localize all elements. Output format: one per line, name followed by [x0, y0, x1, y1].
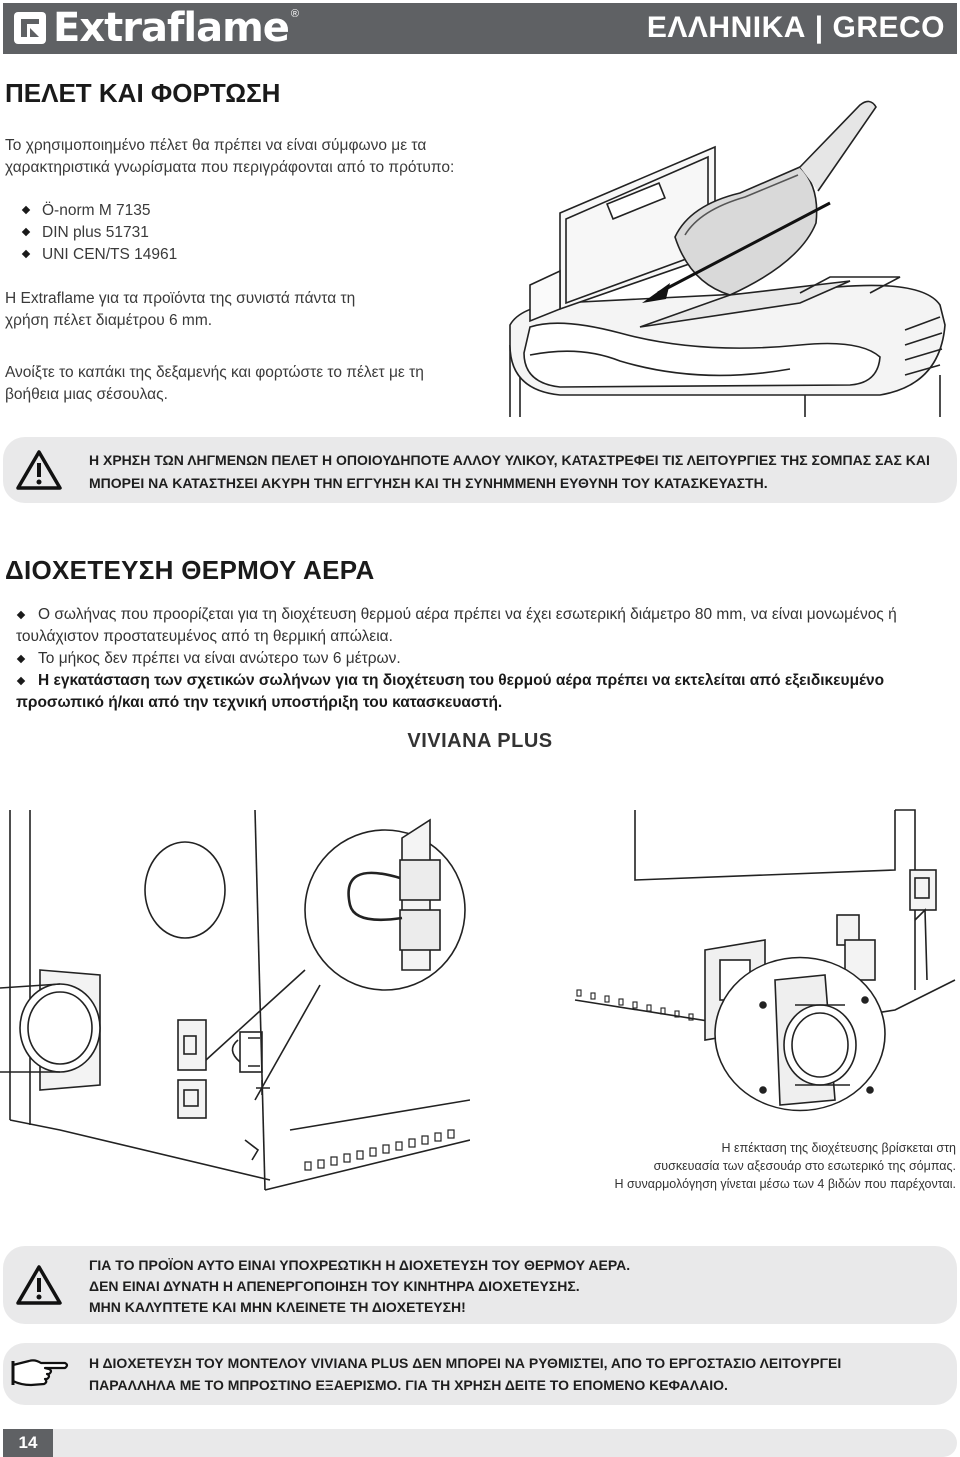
footer-bar — [3, 1429, 957, 1457]
section-title-ducting: ΔΙΟΧΕΤΕΥΣΗ ΘΕΡΜΟΥ ΑΕΡΑ — [5, 555, 375, 585]
duct-extension-illustration — [574, 809, 956, 1112]
page-header: Extraflame ® ΕΛΛΗΝΙΚΑ | GRECO — [3, 3, 957, 54]
warning-triangle-icon — [16, 450, 62, 490]
list-item: Ö-norm M 7135 — [22, 200, 177, 222]
figure-caption: Η επέκταση της διοχέτευσης βρίσκεται στη… — [614, 1139, 956, 1193]
warning2-line1: ΓΙΑ ΤΟ ΠΡΟΪΟΝ ΑΥΤΟ ΕΙΝΑΙ ΥΠΟΧΡΕΩΤΙΚΗ Η Δ… — [89, 1257, 631, 1273]
stove-scoop-illustration — [509, 100, 946, 417]
list-item: Ο σωλήνας που προορίζεται για τη διοχέτε… — [16, 604, 958, 648]
language-label: ΕΛΛΗΝΙΚΑ | GRECO — [646, 11, 945, 44]
registered-mark: ® — [290, 8, 299, 20]
caption-line1: Η επέκταση της διοχέτευσης βρίσκεται στη — [721, 1141, 957, 1155]
pellet-intro-line2: χαρακτηριστικά γνωρίσματα που περιγράφον… — [5, 159, 455, 176]
list-item: Το μήκος δεν πρέπει να είναι ανώτερο των… — [16, 648, 958, 670]
warning2-line3: ΜΗΝ ΚΑΛΥΠΤΕΤΕ ΚΑΙ ΜΗΝ ΚΛΕΙΝΕΤΕ ΤΗ ΔΙΟΧΕΤ… — [89, 1299, 466, 1315]
warning-text-line1: Η ΧΡΗΣΗ ΤΩΝ ΛΗΓΜΕΝΩΝ ΠΕΛΕΤ Η ΟΠΟΙΟΥΔΗΠΟΤ… — [89, 452, 930, 468]
list-item: DIN plus 51731 — [22, 222, 177, 244]
caption-line3: Η συναρμολόγηση γίνεται μέσω των 4 βιδών… — [614, 1177, 956, 1191]
brand-logo: Extraflame ® — [13, 5, 299, 51]
standards-list: Ö-norm M 7135 DIN plus 51731 UNI CEN/TS … — [22, 200, 177, 266]
note-line2: ΠΑΡΑΛΛΗΛΑ ΜΕ ΤΟ ΜΠΡΟΣΤΙΝΟ ΕΞΑΕΡΙΣΜΟ. ΓΙΑ… — [89, 1377, 728, 1393]
warning-panel-pellet: Η ΧΡΗΣΗ ΤΩΝ ΛΗΓΜΕΝΩΝ ΠΕΛΕΤ Η ΟΠΟΙΟΥΔΗΠΟΤ… — [3, 437, 957, 503]
list-item: UNI CEN/TS 14961 — [22, 244, 177, 266]
pellet-intro-line1: Το χρησιμοποιημένο πέλετ θα πρέπει να εί… — [5, 137, 427, 154]
note-line1: Η ΔΙΟΧΕΤΕΥΣΗ ΤΟΥ ΜΟΝΤΕΛΟΥ VIVIANA PLUS Δ… — [89, 1355, 842, 1371]
page-number: 14 — [3, 1429, 53, 1457]
list-item: Η εγκατάσταση των σχετικών σωλήνων για τ… — [16, 670, 958, 714]
open-lid-line1: Ανοίξτε το καπάκι της δεξαμενής και φορτ… — [5, 364, 424, 381]
model-title: VIVIANA PLUS — [407, 730, 553, 752]
brand-mark-icon — [14, 12, 46, 44]
note-panel: Η ΔΙΟΧΕΤΕΥΣΗ ΤΟΥ ΜΟΝΤΕΛΟΥ VIVIANA PLUS Δ… — [3, 1343, 957, 1405]
section-title-pellet: ΠΕΛΕΤ ΚΑΙ ΦΟΡΤΩΣΗ — [5, 78, 281, 108]
pointing-hand-icon — [11, 1359, 69, 1387]
brand-name: Extraflame — [53, 5, 290, 51]
warning-panel-ducting: ΓΙΑ ΤΟ ΠΡΟΪΟΝ ΑΥΤΟ ΕΙΝΑΙ ΥΠΟΧΡΕΩΤΙΚΗ Η Δ… — [3, 1246, 957, 1324]
open-lid-line2: βοήθεια μιας σέσουλας. — [5, 386, 168, 403]
warning-triangle-icon — [16, 1265, 62, 1305]
warning-text-line2: ΜΠΟΡΕΙ ΝΑ ΚΑΤΑΣΤΗΣΕΙ ΑΚΥΡΗ ΤΗΝ ΕΓΓΥΗΣΗ Κ… — [89, 475, 768, 491]
warning2-line2: ΔΕΝ ΕΙΝΑΙ ΔΥΝΑΤΗ Η ΑΠΕΝΕΡΓΟΠΟΙΗΣΗ ΤΟΥ ΚΙ… — [89, 1278, 580, 1294]
caption-line2: συσκευασία των αξεσουάρ στο εσωτερικό τη… — [653, 1159, 956, 1173]
recommend-line2: χρήση πέλετ διαμέτρου 6 mm. — [5, 312, 213, 329]
recommend-line1: Η Extraflame για τα προϊόντα της συνιστά… — [5, 290, 356, 307]
ducting-list: Ο σωλήνας που προορίζεται για τη διοχέτε… — [16, 604, 958, 714]
stove-rear-illustration — [0, 809, 470, 1191]
